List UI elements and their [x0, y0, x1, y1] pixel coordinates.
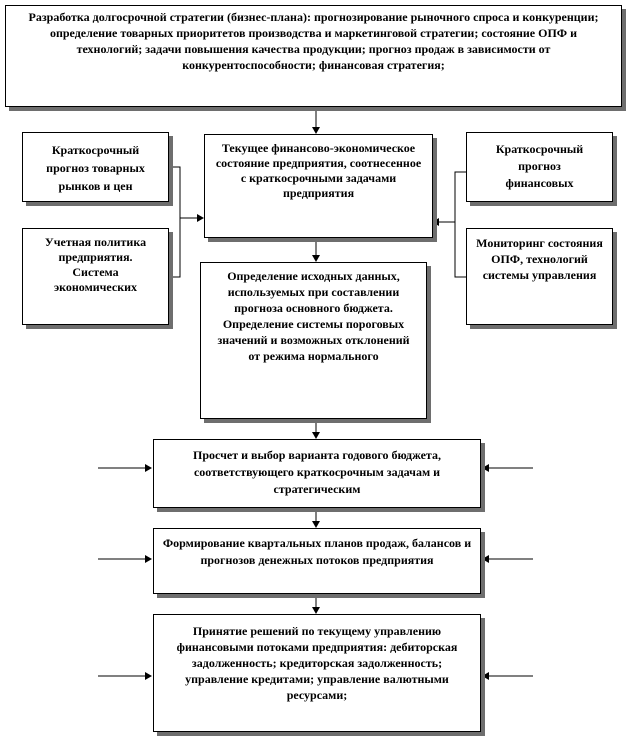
accounting-policy-box: Учетная политика предприятия. Система эк… [22, 228, 169, 325]
decisions-text: Принятие решений по текущему управлению … [176, 624, 458, 702]
short-financial-forecast-text: Краткосрочный прогноз финансовых [495, 142, 584, 190]
arrow-head [312, 432, 320, 439]
monitoring-text: Мониторинг состояния ОПФ, технологий сис… [476, 236, 603, 282]
arrow-head [432, 218, 439, 226]
arrow-head [197, 214, 204, 222]
accounting-policy-text: Учетная политика предприятия. Система эк… [44, 235, 147, 294]
strategy-box: Разработка долгосрочной стратегии (бизне… [5, 5, 622, 107]
short-market-forecast-text: Краткосрочный прогноз товарных рынков и … [46, 143, 145, 193]
annual-budget-box: Просчет и выбор варианта годового бюджет… [153, 439, 481, 508]
short-financial-forecast-box: Краткосрочный прогноз финансовых [466, 132, 613, 202]
arrow-head [482, 672, 489, 680]
decisions-box: Принятие решений по текущему управлению … [153, 614, 481, 732]
connector-left-bracket [170, 166, 181, 278]
arrow-head [145, 672, 152, 680]
monitoring-box: Мониторинг состояния ОПФ, технологий сис… [466, 228, 613, 325]
annual-budget-text: Просчет и выбор варианта годового бюджет… [193, 448, 441, 496]
arrow-head [482, 555, 489, 563]
arrow-head [145, 464, 152, 472]
strategy-text: Разработка долгосрочной стратегии (бизне… [28, 10, 599, 72]
current-state-text: Текущее финансово-экономическое состояни… [215, 141, 422, 200]
arrow-head [312, 255, 320, 262]
quarterly-plans-text: Формирование квартальных планов продаж, … [162, 536, 472, 567]
arrow-head [145, 555, 152, 563]
arrow-head [482, 464, 489, 472]
initial-data-text: Определение исходных данных, используемы… [217, 269, 410, 363]
arrow-head [312, 521, 320, 528]
connector-right-bracket [454, 171, 466, 278]
arrow-head [312, 607, 320, 614]
arrow-head [312, 127, 320, 134]
quarterly-plans-box: Формирование квартальных планов продаж, … [153, 528, 481, 594]
current-state-box: Текущее финансово-экономическое состояни… [204, 134, 433, 238]
initial-data-box: Определение исходных данных, используемы… [200, 262, 427, 419]
short-market-forecast-box: Краткосрочный прогноз товарных рынков и … [22, 132, 169, 202]
